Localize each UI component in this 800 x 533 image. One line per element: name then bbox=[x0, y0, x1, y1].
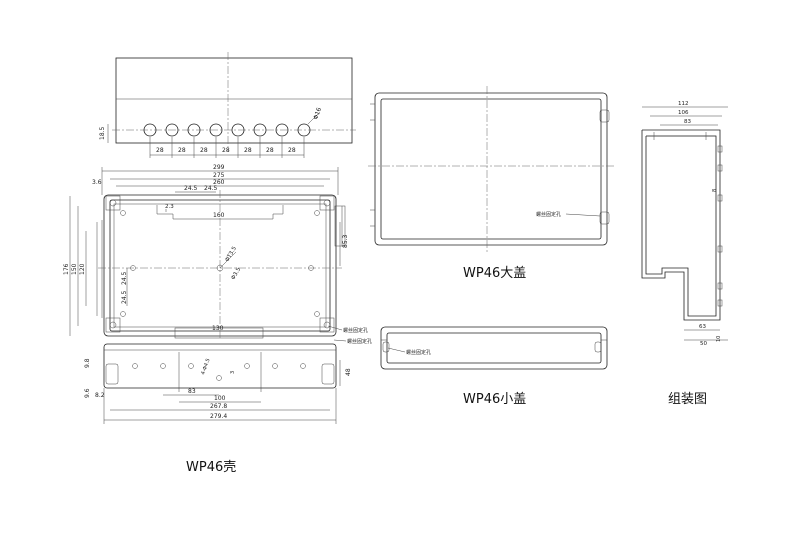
asm-dim-83-top: 83 bbox=[684, 119, 691, 125]
asm-dim-10: 10 bbox=[716, 336, 722, 342]
pitch-label: 28 bbox=[200, 147, 208, 154]
assembly-caption: 组装图 bbox=[668, 392, 708, 407]
front-view: 28 28 28 28 28 28 28 18.5 Φ16 bbox=[99, 52, 356, 158]
assembly-section-view: 112 106 83 8 63 50 10 bbox=[641, 101, 728, 347]
asm-dim-50: 50 bbox=[700, 341, 707, 347]
small-cover-screw-note: 螺丝固定孔 bbox=[406, 349, 431, 356]
asm-dim-63: 63 bbox=[699, 324, 706, 330]
shell-plan-view: 299 275 260 24.5 24.5 3.6 2.3 160 bbox=[63, 164, 372, 424]
dim-267-8: 267.8 bbox=[210, 403, 227, 410]
dim-275: 275 bbox=[213, 172, 225, 179]
dim-24-5-a: 24.5 bbox=[184, 185, 198, 192]
big-cover-view: 螺丝固定孔 bbox=[368, 86, 614, 252]
dim-120: 120 bbox=[79, 263, 86, 275]
dim-100: 100 bbox=[214, 395, 226, 402]
hole-note: Φ3.5 bbox=[231, 266, 243, 281]
dim-24-5-b: 24.5 bbox=[204, 185, 218, 192]
dim-9-8: 9.8 bbox=[84, 358, 91, 368]
slot-note: 4-Φ4.5 bbox=[200, 358, 211, 376]
big-cover-screw-note: 螺丝固定孔 bbox=[536, 211, 561, 218]
dim-3: 3 bbox=[230, 371, 236, 374]
asm-dim-8: 8 bbox=[712, 189, 718, 192]
hole-dim: Φ16 bbox=[312, 107, 323, 121]
dim-3-6: 3.6 bbox=[92, 179, 102, 186]
dim-260: 260 bbox=[213, 179, 225, 186]
dim-85-3: 85.3 bbox=[342, 234, 349, 248]
dim-48: 48 bbox=[345, 368, 352, 376]
asm-dim-112: 112 bbox=[678, 101, 689, 107]
dim-24-5-c: 24.5 bbox=[121, 271, 128, 285]
dim-130: 130 bbox=[212, 325, 224, 332]
dim-279-4: 279.4 bbox=[210, 413, 227, 420]
pitch-label: 28 bbox=[266, 147, 274, 154]
big-cover-caption: WP46大盖 bbox=[463, 266, 527, 281]
dim-24-5-d: 24.5 bbox=[121, 290, 128, 304]
dim-176: 176 bbox=[63, 263, 70, 275]
pitch-label: 28 bbox=[178, 147, 186, 154]
dim-9-6: 9.6 bbox=[84, 388, 91, 398]
pitch-label: 28 bbox=[244, 147, 252, 154]
small-cover-caption: WP46小盖 bbox=[463, 392, 527, 407]
screw-note-a: 螺丝固定孔 bbox=[343, 327, 368, 334]
asm-dim-106: 106 bbox=[678, 110, 689, 116]
dim-299: 299 bbox=[213, 164, 225, 171]
cable-holes bbox=[143, 123, 311, 137]
pitch-label: 28 bbox=[222, 147, 230, 154]
dim-150: 150 bbox=[71, 263, 78, 275]
small-cover-view: 螺丝固定孔 bbox=[380, 326, 608, 370]
height-dim: 18.5 bbox=[99, 126, 106, 140]
screw-note-b: 螺丝固定孔 bbox=[347, 338, 372, 345]
center-hole-note: ΦT3.5 bbox=[225, 245, 239, 263]
pitch-label: 28 bbox=[288, 147, 296, 154]
shell-caption: WP46壳 bbox=[186, 460, 237, 475]
pitch-label: 28 bbox=[156, 147, 164, 154]
dim-160: 160 bbox=[213, 212, 225, 219]
dim-8-2: 8.2 bbox=[95, 392, 105, 399]
dim-2-3: 2.3 bbox=[165, 204, 174, 210]
dim-83: 83 bbox=[188, 388, 196, 395]
